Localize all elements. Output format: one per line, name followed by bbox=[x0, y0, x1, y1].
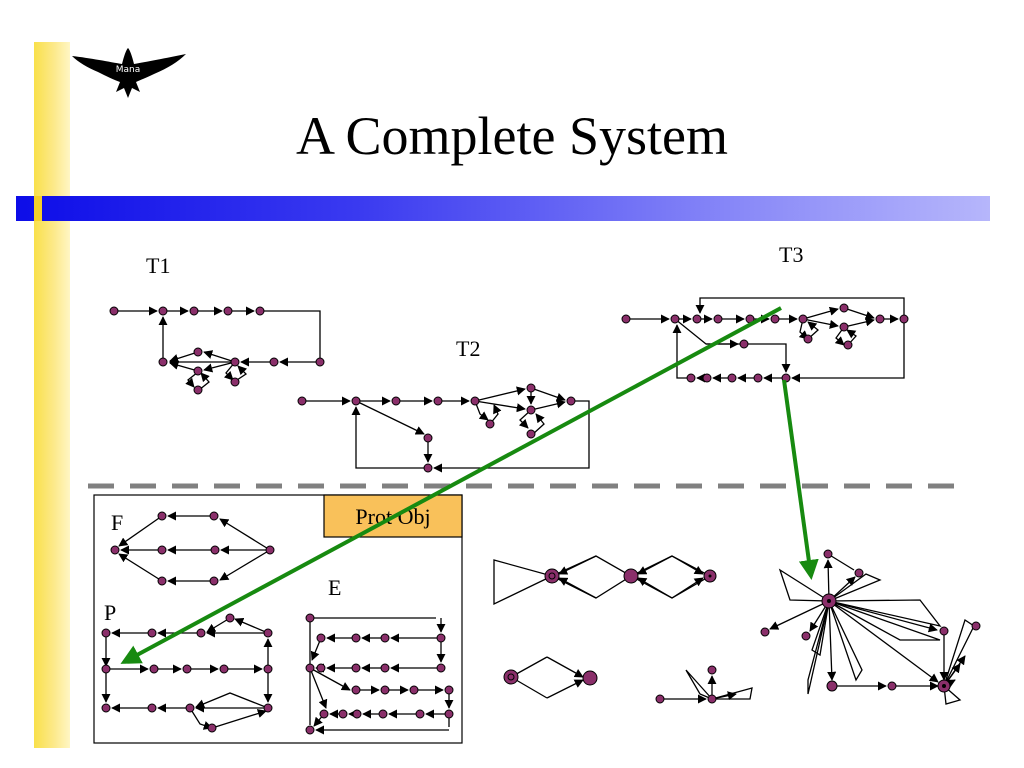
label-f: F bbox=[111, 510, 123, 535]
label-t3: T3 bbox=[779, 242, 803, 267]
side-accent-bar bbox=[34, 42, 70, 748]
graph-star-small bbox=[655, 665, 753, 704]
graph-t3 bbox=[621, 297, 909, 383]
graph-hub bbox=[760, 549, 981, 705]
graph-t1 bbox=[109, 306, 325, 395]
graph-e bbox=[305, 613, 454, 735]
label-t1: T1 bbox=[146, 253, 170, 278]
raven-logo-icon: Mana bbox=[72, 48, 186, 98]
graph-p bbox=[101, 613, 273, 733]
label-t2: T2 bbox=[456, 336, 480, 361]
label-e: E bbox=[328, 575, 341, 600]
logo-text: Mana bbox=[116, 65, 141, 75]
mapping-arrow-t3-to-p bbox=[120, 306, 782, 664]
graph-diamond-chain bbox=[493, 555, 717, 606]
band-notch bbox=[34, 196, 42, 221]
graph-t2 bbox=[297, 383, 590, 473]
page-title: A Complete System bbox=[296, 106, 728, 166]
title-underline-band bbox=[16, 196, 990, 221]
prot-obj-container bbox=[93, 494, 463, 744]
graph-f bbox=[110, 511, 275, 586]
label-p: P bbox=[104, 600, 116, 625]
graph-small-diamond bbox=[503, 656, 598, 699]
mapping-arrow-t3-to-hub bbox=[782, 379, 819, 580]
